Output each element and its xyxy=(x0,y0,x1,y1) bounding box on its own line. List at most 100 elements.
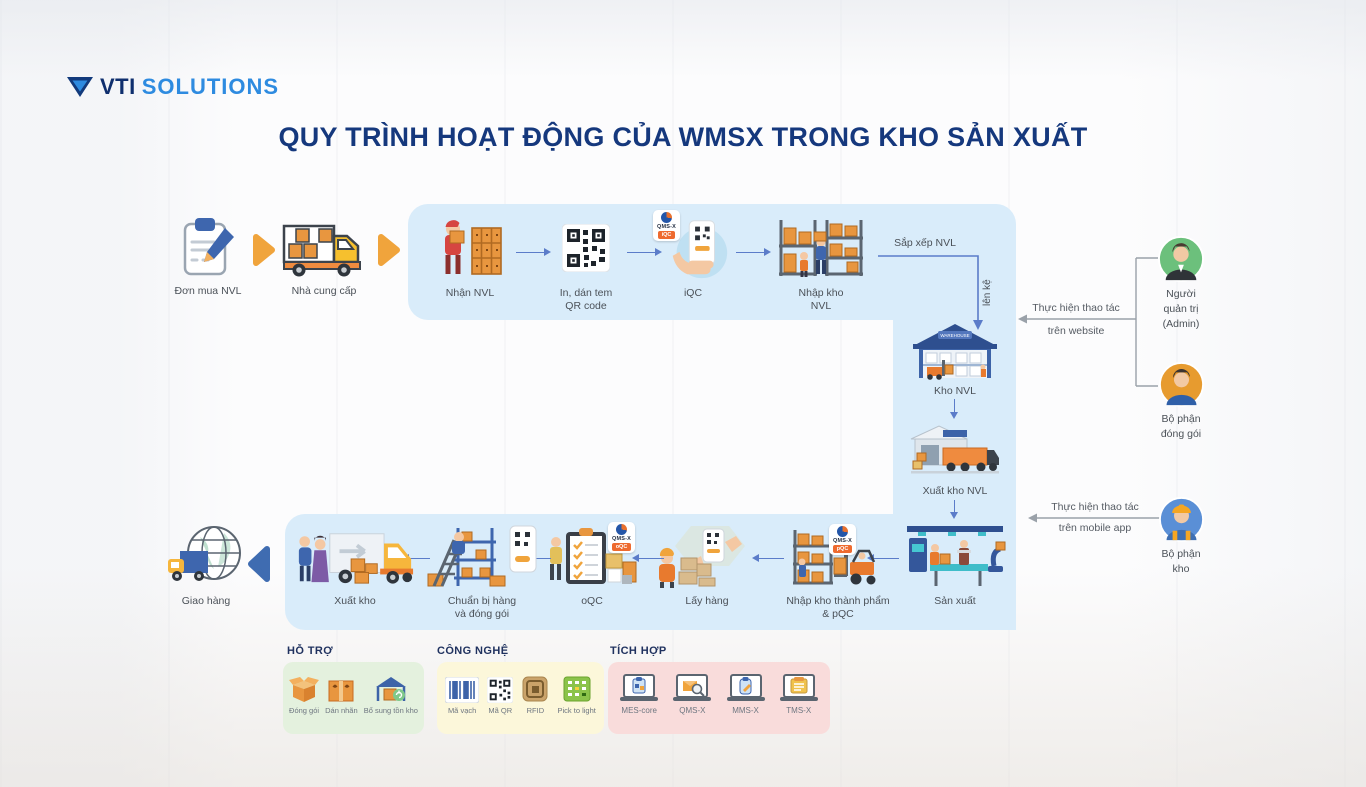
oqc-tag: oQC xyxy=(611,543,632,551)
qmsx-badge: QMS-X oQC xyxy=(608,522,635,553)
step-xuat-kho-nvl: Xuất kho NVL xyxy=(903,420,1007,498)
flow-arrow-right xyxy=(516,248,551,256)
vti-logo: VTI SOLUTIONS xyxy=(66,74,279,100)
step-label: Nhà cung cấp xyxy=(291,285,357,297)
step-label: iQC xyxy=(683,287,703,299)
step-label: Xuất kho NVL xyxy=(922,485,988,497)
qr-icon xyxy=(487,671,514,703)
chevron-left-icon xyxy=(248,546,270,582)
purchase-order-icon xyxy=(162,212,254,282)
website-note-line2: trên website xyxy=(1047,325,1105,337)
picking-icon xyxy=(651,522,763,592)
website-actors-bracket xyxy=(1018,257,1158,387)
legend-technology-title: CÔNG NGHỆ xyxy=(437,645,509,657)
step-nhap-kho-thanh-pham: QMS-X pQC Nhập xyxy=(779,522,897,621)
step-label: Kho NVL xyxy=(933,385,977,397)
step-iqc: QMS-X iQC iQC xyxy=(653,210,733,300)
receiving-worker-icon xyxy=(426,212,514,284)
chevron-right-icon xyxy=(253,234,275,266)
qmsx-logo-icon xyxy=(616,524,627,535)
website-note-line1: Thực hiện thao tác xyxy=(1032,302,1120,314)
step-nhan-nvl: Nhận NVL xyxy=(426,212,514,300)
checklist-icon: QMS-X oQC xyxy=(546,522,638,592)
logo-suffix-text: SOLUTIONS xyxy=(141,74,280,99)
flow-arrow-down xyxy=(950,399,959,419)
step-label: Nhập kho thành phẩm& pQC xyxy=(786,595,890,620)
step-kho-nvl: WAREHOUSE Kho NVL xyxy=(903,320,1007,398)
qmsx-badge-label: QMS-X xyxy=(656,224,677,230)
step-label: Giao hàng xyxy=(181,595,231,607)
legend-item: Pick to light xyxy=(558,671,596,715)
rack-forklift-icon: QMS-X pQC xyxy=(779,522,897,592)
step-label: Nhận NVL xyxy=(445,287,495,299)
legend-item: MES-core xyxy=(617,671,661,715)
phone-scan-icon: QMS-X iQC xyxy=(653,210,733,284)
flow-arrow-right xyxy=(627,248,662,256)
transfer-horizontal-label: Sắp xếp NVL xyxy=(894,236,956,249)
pack-prepare-icon xyxy=(424,522,540,592)
restock-icon xyxy=(364,671,418,703)
logo-brand-text: VTI xyxy=(100,74,136,99)
transfer-vertical-label: lên kệ xyxy=(982,279,993,306)
rack-workers-icon xyxy=(770,212,872,284)
pick-to-light-icon xyxy=(558,671,596,703)
qr-code-icon xyxy=(549,212,623,284)
labeled-box-icon xyxy=(325,671,358,703)
legend-support-title: HỖ TRỢ xyxy=(287,645,334,657)
legend-item: Mã vạch xyxy=(445,671,480,715)
page-title: QUY TRÌNH HOẠT ĐỘNG CỦA WMSX TRONG KHO S… xyxy=(278,122,1088,152)
barcode-icon xyxy=(445,671,480,703)
rfid-icon xyxy=(521,671,549,703)
transfer-elbow-arrow: Sắp xếp NVL lên kệ xyxy=(878,236,993,330)
step-label: oQC xyxy=(581,595,603,607)
admin-avatar xyxy=(1158,236,1204,282)
legend-item: RFID xyxy=(521,671,549,715)
step-xuat-kho: Xuất kho xyxy=(295,522,415,608)
qmsx-badge-label: QMS-X xyxy=(611,536,632,542)
step-label: Đơn mua NVL xyxy=(174,285,242,297)
pqc-tag: pQC xyxy=(832,545,853,553)
chevron-right-icon xyxy=(378,234,400,266)
legend-integration-panel: MES-core QMS-X xyxy=(608,662,830,734)
open-box-icon xyxy=(289,671,320,703)
qmsx-badge-label: QMS-X xyxy=(832,538,853,544)
production-line-icon xyxy=(900,522,1010,592)
warehouse-staff-avatar xyxy=(1158,497,1204,542)
step-label: Sản xuất xyxy=(934,595,976,607)
iqc-tag: iQC xyxy=(657,231,676,239)
legend-item: TMS-X xyxy=(777,671,821,715)
legend-item: Dán nhãn xyxy=(325,671,358,715)
mobile-note-line2: trên mobile app xyxy=(1058,522,1132,534)
mes-core-laptop-icon xyxy=(617,671,661,703)
step-nha-cung-cap: Nhà cung cấp xyxy=(276,212,372,298)
step-lay-hang: Lấy hàng xyxy=(651,522,763,608)
legend-item: QMS-X xyxy=(670,671,714,715)
truck-loading-icon xyxy=(295,522,415,592)
step-label: Lấy hàng xyxy=(685,595,729,607)
qms-x-laptop-icon xyxy=(670,671,714,703)
legend-item: Đóng gói xyxy=(289,671,319,715)
mms-x-laptop-icon xyxy=(724,671,768,703)
qmsx-badge: QMS-X iQC xyxy=(653,210,680,241)
warehouse-icon: WAREHOUSE xyxy=(903,320,1007,382)
legend-support-panel: Đóng gói Dán nhãn xyxy=(283,662,424,734)
step-don-mua-nvl: Đơn mua NVL xyxy=(162,212,254,298)
flow-arrow-left xyxy=(867,554,899,562)
legend-item: Bổ sung tồn kho xyxy=(364,671,418,715)
flow-arrow-left xyxy=(632,554,664,562)
legend-technology-panel: Mã vạch Mã QR xyxy=(437,662,604,734)
step-oqc: QMS-X oQC oQC xyxy=(546,522,638,608)
